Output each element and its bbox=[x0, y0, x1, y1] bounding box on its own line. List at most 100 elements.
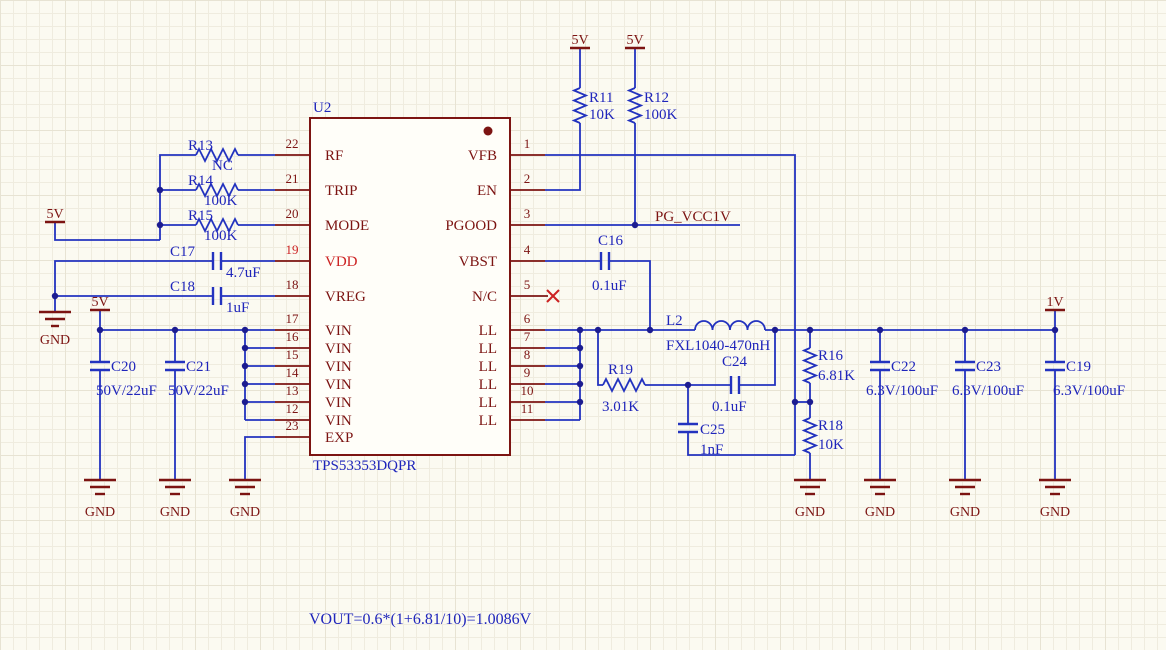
capacitor-ref: C17 bbox=[170, 244, 196, 260]
pin-name-ll-7: LL bbox=[479, 341, 497, 357]
pin-number-19: 19 bbox=[286, 242, 299, 257]
resistor-R14[interactable]: R14 100K bbox=[188, 173, 239, 209]
capacitor-C20[interactable]: C20 50V/22uF bbox=[90, 359, 157, 399]
pin-number-7: 7 bbox=[524, 329, 531, 344]
gnd-symbol-c23[interactable]: GND bbox=[949, 478, 981, 520]
resistor-value: 100K bbox=[204, 193, 238, 209]
pin-number-4: 4 bbox=[524, 242, 531, 257]
power-flag-5v-vin[interactable]: 5V bbox=[90, 295, 110, 312]
resistor-value: 100K bbox=[644, 107, 678, 123]
pin-name-nc: N/C bbox=[472, 289, 497, 305]
pin-name-pgood: PGOOD bbox=[445, 218, 497, 234]
ic-u2[interactable]: U2 TPS53353DQPR 22 21 20 19 18 17 16 15 … bbox=[286, 100, 534, 474]
gnd-symbol-c20[interactable]: GND bbox=[84, 478, 116, 520]
capacitor-value: 1uF bbox=[226, 300, 249, 316]
pin-name-vin-13: VIN bbox=[325, 395, 352, 411]
resistor-R19[interactable]: R19 3.01K bbox=[602, 362, 646, 415]
gnd-symbol-exp[interactable]: GND bbox=[229, 478, 261, 520]
pin-name-ll-8: LL bbox=[479, 359, 497, 375]
ic-part-number: TPS53353DQPR bbox=[313, 458, 416, 474]
gnd-label: GND bbox=[85, 505, 115, 520]
gnd-label: GND bbox=[1040, 505, 1070, 520]
resistor-ref: R13 bbox=[188, 138, 213, 154]
capacitor-ref: C19 bbox=[1066, 359, 1091, 375]
resistor-ref: R16 bbox=[818, 348, 844, 364]
power-flag-5v-r11[interactable]: 5V bbox=[570, 33, 590, 50]
resistor-R12[interactable]: R12 100K bbox=[626, 87, 678, 124]
vout-formula-note: VOUT=0.6*(1+6.81/10)=1.0086V bbox=[309, 611, 532, 628]
junction-dots bbox=[51, 186, 1059, 406]
inductor-ref: L2 bbox=[666, 313, 683, 329]
resistor-R16[interactable]: R16 6.81K bbox=[801, 347, 855, 384]
pin-number-6: 6 bbox=[524, 311, 531, 326]
pin-name-ll-10: LL bbox=[479, 395, 497, 411]
pin-number-14: 14 bbox=[286, 365, 300, 380]
capacitor-value: 50V/22uF bbox=[168, 383, 229, 399]
resistor-R18[interactable]: R18 10K bbox=[801, 417, 844, 454]
resistor-R11[interactable]: R11 10K bbox=[571, 87, 615, 124]
pin-number-9: 9 bbox=[524, 365, 531, 380]
capacitor-ref: C24 bbox=[722, 354, 748, 370]
resistor-ref: R15 bbox=[188, 208, 213, 224]
pin-name-vin-14: VIN bbox=[325, 377, 352, 393]
pin-number-20: 20 bbox=[286, 206, 299, 221]
capacitor-C19[interactable]: C19 6.3V/100uF bbox=[1045, 359, 1125, 399]
capacitor-C24[interactable]: C24 0.1uF bbox=[712, 354, 748, 415]
power-flag-5v-r12[interactable]: 5V bbox=[625, 33, 645, 50]
capacitor-C25[interactable]: C25 1nF bbox=[678, 422, 725, 458]
pin-number-15: 15 bbox=[286, 347, 299, 362]
power-flag-5v-left[interactable]: 5V bbox=[45, 207, 65, 224]
pin-number-22: 22 bbox=[286, 136, 299, 151]
capacitor-ref: C18 bbox=[170, 279, 195, 295]
capacitor-ref: C16 bbox=[598, 233, 624, 249]
capacitor-ref: C23 bbox=[976, 359, 1001, 375]
pin-name-vin-17: VIN bbox=[325, 323, 352, 339]
gnd-symbol-c21[interactable]: GND bbox=[159, 478, 191, 520]
resistor-value: 100K bbox=[204, 228, 238, 244]
capacitor-C16[interactable]: C16 0.1uF bbox=[592, 233, 627, 294]
pin-number-11: 11 bbox=[521, 401, 534, 416]
gnd-label: GND bbox=[230, 505, 260, 520]
pin-name-trip: TRIP bbox=[325, 183, 358, 199]
capacitor-C22[interactable]: C22 6.3V/100uF bbox=[866, 359, 938, 399]
capacitor-C23[interactable]: C23 6.3V/100uF bbox=[952, 359, 1024, 399]
pin-name-ll-11: LL bbox=[479, 413, 497, 429]
resistor-ref: R18 bbox=[818, 418, 843, 434]
net-label-pg-vcc1v[interactable]: PG_VCC1V bbox=[655, 209, 731, 225]
power-flag-label: 5V bbox=[46, 207, 63, 222]
pin-name-mode: MODE bbox=[325, 218, 369, 234]
capacitor-value: 6.3V/100uF bbox=[952, 383, 1024, 399]
capacitor-value: 4.7uF bbox=[226, 265, 261, 281]
pin-name-vdd: VDD bbox=[325, 254, 358, 270]
no-connect-x-icon bbox=[546, 289, 560, 303]
inductor-value: FXL1040-470nH bbox=[666, 338, 770, 354]
capacitor-C18[interactable]: C18 1uF bbox=[170, 279, 249, 316]
resistor-value: 3.01K bbox=[602, 399, 639, 415]
capacitor-ref: C25 bbox=[700, 422, 725, 438]
gnd-label: GND bbox=[950, 505, 980, 520]
inductor-L2[interactable]: L2 FXL1040-470nH bbox=[666, 313, 770, 354]
gnd-symbol-c22[interactable]: GND bbox=[864, 478, 896, 520]
resistor-ref: R12 bbox=[644, 90, 669, 106]
capacitor-ref: C21 bbox=[186, 359, 211, 375]
gnd-symbol-c19[interactable]: GND bbox=[1039, 478, 1071, 520]
pin-name-en: EN bbox=[477, 183, 497, 199]
gnd-label: GND bbox=[865, 505, 895, 520]
gnd-label: GND bbox=[40, 333, 70, 348]
gnd-symbol-left[interactable]: GND bbox=[39, 310, 71, 348]
capacitor-value: 6.3V/100uF bbox=[866, 383, 938, 399]
gnd-label: GND bbox=[160, 505, 190, 520]
resistor-R15[interactable]: R15 100K bbox=[188, 208, 239, 244]
power-flag-1v-out[interactable]: 1V bbox=[1045, 295, 1065, 312]
capacitor-value: 1nF bbox=[700, 442, 723, 458]
pin-number-16: 16 bbox=[286, 329, 300, 344]
resistor-R13[interactable]: R13 NC bbox=[188, 138, 239, 174]
capacitor-value: 0.1uF bbox=[592, 278, 627, 294]
pin-name-vbst: VBST bbox=[459, 254, 497, 270]
wires bbox=[54, 48, 1056, 480]
capacitor-C17[interactable]: C17 4.7uF bbox=[170, 244, 261, 281]
gnd-symbol-r18[interactable]: GND bbox=[794, 478, 826, 520]
capacitor-C21[interactable]: C21 50V/22uF bbox=[165, 359, 229, 399]
pin-name-rf: RF bbox=[325, 148, 343, 164]
